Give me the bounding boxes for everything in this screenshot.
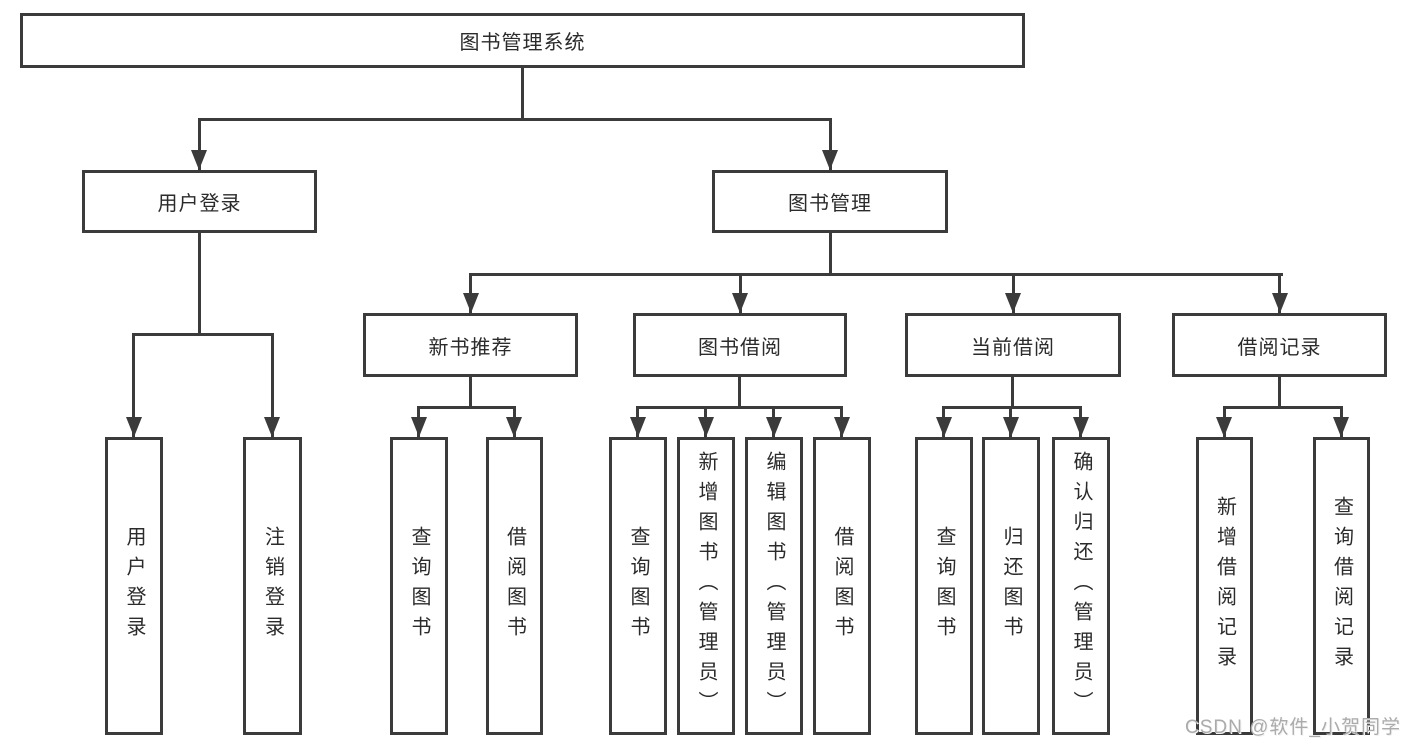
connector-line [132, 333, 135, 437]
leaf-label: 注销登录 [261, 526, 284, 646]
connector-line [132, 333, 274, 336]
connector-line [738, 377, 741, 406]
connector-line [1278, 377, 1281, 406]
arrow-down-icon [411, 417, 427, 437]
leaf-confirm-return-admin: 确认归还（管理员） [1052, 437, 1110, 735]
leaf-add-books-admin: 新增图书（管理员） [677, 437, 735, 735]
connector-line [469, 273, 1283, 276]
leaf-label: 查询图书 [933, 526, 955, 646]
connector-line [942, 406, 1082, 409]
arrow-down-icon [766, 417, 782, 437]
arrow-down-icon [1333, 417, 1349, 437]
leaf-label: 查询借阅记录 [1330, 496, 1353, 676]
leaf-edit-books-admin: 编辑图书（管理员） [745, 437, 803, 735]
node-root: 图书管理系统 [20, 13, 1025, 68]
node-current-borrowing: 当前借阅 [905, 313, 1121, 377]
arrow-down-icon [1272, 293, 1288, 313]
connector-line [1223, 406, 1343, 409]
connector-line [469, 377, 472, 406]
connector-line [521, 68, 524, 118]
connector-line [198, 233, 201, 333]
leaf-label: 借阅图书 [503, 526, 526, 646]
leaf-label: 确认归还（管理员） [1070, 451, 1092, 721]
connector-line [829, 118, 832, 170]
connector-line [829, 233, 832, 273]
leaf-logout: 注销登录 [243, 437, 302, 735]
leaf-query-books-recommend: 查询图书 [390, 437, 448, 735]
leaf-label: 用户登录 [123, 526, 145, 646]
leaf-return-books: 归还图书 [982, 437, 1040, 735]
arrow-down-icon [191, 150, 207, 170]
node-borrow-records: 借阅记录 [1172, 313, 1387, 377]
leaf-user-login: 用户登录 [105, 437, 163, 735]
connector-line [198, 118, 832, 121]
node-user-login: 用户登录 [82, 170, 317, 233]
leaf-label: 查询图书 [627, 526, 649, 646]
arrow-down-icon [936, 417, 952, 437]
leaf-add-borrow-record: 新增借阅记录 [1196, 437, 1253, 735]
arrow-down-icon [126, 417, 142, 437]
leaf-label: 新增图书（管理员） [695, 451, 717, 721]
arrow-down-icon [630, 417, 646, 437]
node-book-borrowing: 图书借阅 [633, 313, 847, 377]
arrow-down-icon [732, 293, 748, 313]
arrow-down-icon [506, 417, 522, 437]
arrow-down-icon [1216, 417, 1232, 437]
leaf-borrow-books: 借阅图书 [813, 437, 871, 735]
leaf-query-books-borrowing: 查询图书 [609, 437, 667, 735]
arrow-down-icon [1005, 293, 1021, 313]
leaf-query-books-current: 查询图书 [915, 437, 973, 735]
arrow-down-icon [698, 417, 714, 437]
leaf-query-borrow-record: 查询借阅记录 [1313, 437, 1370, 735]
leaf-label: 查询图书 [408, 526, 430, 646]
node-book-management: 图书管理 [712, 170, 948, 233]
connector-line [198, 118, 201, 170]
leaf-label: 编辑图书（管理员） [763, 451, 785, 721]
arrow-down-icon [463, 293, 479, 313]
leaf-borrow-books-recommend: 借阅图书 [486, 437, 543, 735]
arrow-down-icon [264, 417, 280, 437]
leaf-label: 借阅图书 [831, 526, 853, 646]
leaf-label: 归还图书 [1000, 526, 1022, 646]
arrow-down-icon [1003, 417, 1019, 437]
arrow-down-icon [1073, 417, 1089, 437]
connector-line [417, 406, 515, 409]
connector-line [271, 333, 274, 437]
arrow-down-icon [834, 417, 850, 437]
connector-line [1011, 377, 1014, 406]
leaf-label: 新增借阅记录 [1213, 496, 1236, 676]
csdn-watermark: CSDN @软件_小贺同学 [1185, 717, 1401, 738]
arrow-down-icon [822, 150, 838, 170]
node-new-book-recommend: 新书推荐 [363, 313, 578, 377]
connector-line [636, 406, 843, 409]
